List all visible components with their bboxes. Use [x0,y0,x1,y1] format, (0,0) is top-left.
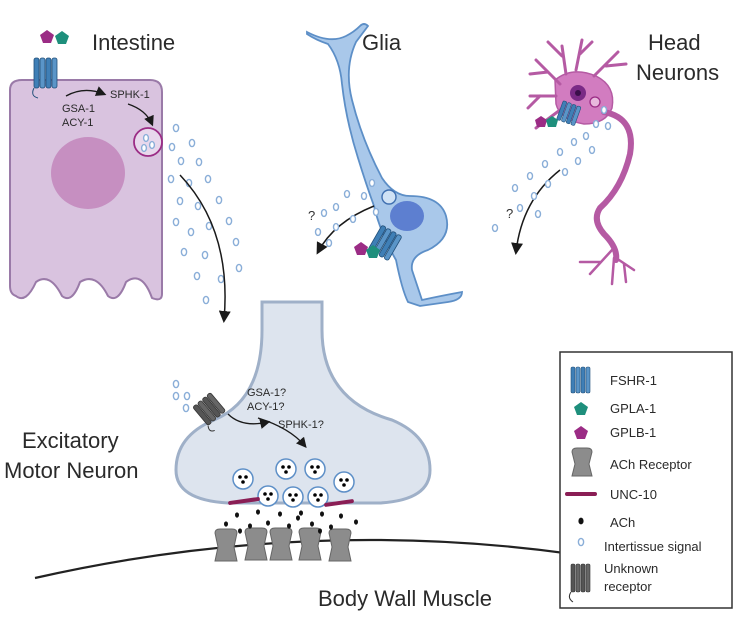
intestine-pathway-arrow-2 [127,103,154,127]
glia-vesicle [381,189,397,205]
glia-nucleus [390,201,424,231]
intestine-nucleus [51,137,125,209]
intestine-acy1-label: ACY-1 [62,117,93,129]
intestine-gsa1-label: GSA-1 [62,103,95,115]
fshr1-receptor-icon [570,366,591,394]
head-neuron-nucleolus [575,90,581,96]
gplb1-pentagon-icon [40,30,54,43]
intestine-label: Intestine [92,30,175,55]
intestine-to-motor-arrow [179,174,231,323]
gpla1-pentagon-icon [55,31,69,44]
ach-receptor-icon [214,528,238,562]
neuron-unknown-mark: ? [506,206,513,221]
legend-fshr1-label: FSHR-1 [610,373,657,388]
legend-gpla1-label: GPLA-1 [610,401,656,416]
intestine-vesicle [133,127,163,157]
fshr1-receptor-icon [368,225,402,261]
motor-sphk1-label: SPHK-1? [278,419,324,431]
ach-receptor-icon [328,528,352,562]
unc10-bar [324,499,354,507]
synaptic-vesicle [232,468,254,490]
glia-unknown-mark: ? [308,208,315,223]
synaptic-vesicle [275,458,297,480]
motor-gsa1-label: GSA-1? [247,387,286,399]
synaptic-vesicle [282,486,304,508]
motor-pathway-arrow-1 [227,413,271,429]
head-neurons-label: Head [648,30,701,55]
head-neurons-label-line2: Neurons [636,60,719,85]
intertissue-signal [148,140,156,150]
neuron-release-arrow [511,169,561,255]
synaptic-vesicle [257,485,279,507]
glia-label: Glia [362,30,402,55]
legend-ach-receptor-label: ACh Receptor [610,457,692,472]
released-ach [224,509,358,534]
intertissue-signal [182,403,190,413]
intestine-pathway-arrow-1 [65,86,107,97]
legend-intertissue-signal-label: Intertissue signal [604,539,702,554]
synaptic-vesicles [232,458,355,508]
ach-receptor-icon [244,527,268,561]
excitatory-motor-neuron-label-line2: Motor Neuron [4,458,139,483]
intertissue-signal [183,391,191,401]
legend-gplb1-label: GPLB-1 [610,425,656,440]
excitatory-motor-neuron-label: Excitatory [22,428,119,453]
head-neuron-vesicle [589,96,601,108]
gplb1-pentagon-icon [354,242,368,255]
unc10-bar-icon [565,492,597,496]
ach-receptor-icon [298,527,322,561]
gpla1-pentagon-icon [366,245,380,258]
ach-receptor-cluster [214,527,352,562]
gpla1-pentagon-icon [546,116,558,127]
unknown-receptor-icon [568,563,591,603]
intertissue-signal [172,391,180,401]
legend-unc10-label: UNC-10 [610,487,657,502]
intertissue-signal-icon [577,537,585,547]
intestine-sphk1-label: SPHK-1 [110,89,150,101]
fshr1-receptor-icon [32,57,58,99]
synaptic-vesicle [304,458,326,480]
glia-release-arrow [316,205,375,255]
gplb1-pentagon-icon [574,426,588,439]
glia-cell [306,23,463,307]
motor-acy1-label: ACY-1? [247,401,285,413]
unknown-receptor-icon [193,392,226,432]
gpla1-pentagon-icon [574,402,588,415]
intestine-signal-cloud [167,123,243,305]
fshr1-receptor-icon [556,100,582,126]
neuron-signal-cloud [491,105,612,233]
legend-unknown-label: Unknown [604,561,658,576]
motor-neuron-terminal [174,300,432,505]
ach-receptor-icon [269,527,293,561]
ach-dot-icon [578,517,584,525]
motor-pathway-arrow-2 [257,417,307,448]
gplb1-pentagon-icon [535,116,547,127]
ach-receptor-icon [571,447,593,477]
glia-signal-cloud [314,178,380,248]
unc10-bar [228,497,260,505]
body-wall-muscle-label: Body Wall Muscle [318,586,492,611]
intertissue-signal [172,379,180,389]
legend: FSHR-1 GPLA-1 GPLB-1 ACh Receptor UNC-10… [559,351,733,609]
intertissue-signal [142,133,150,143]
legend-receptor-label: receptor [604,579,652,594]
intertissue-signal [140,143,148,153]
synaptic-vesicle [307,486,329,508]
legend-ach-label: ACh [610,515,635,530]
synaptic-vesicle [333,471,355,493]
